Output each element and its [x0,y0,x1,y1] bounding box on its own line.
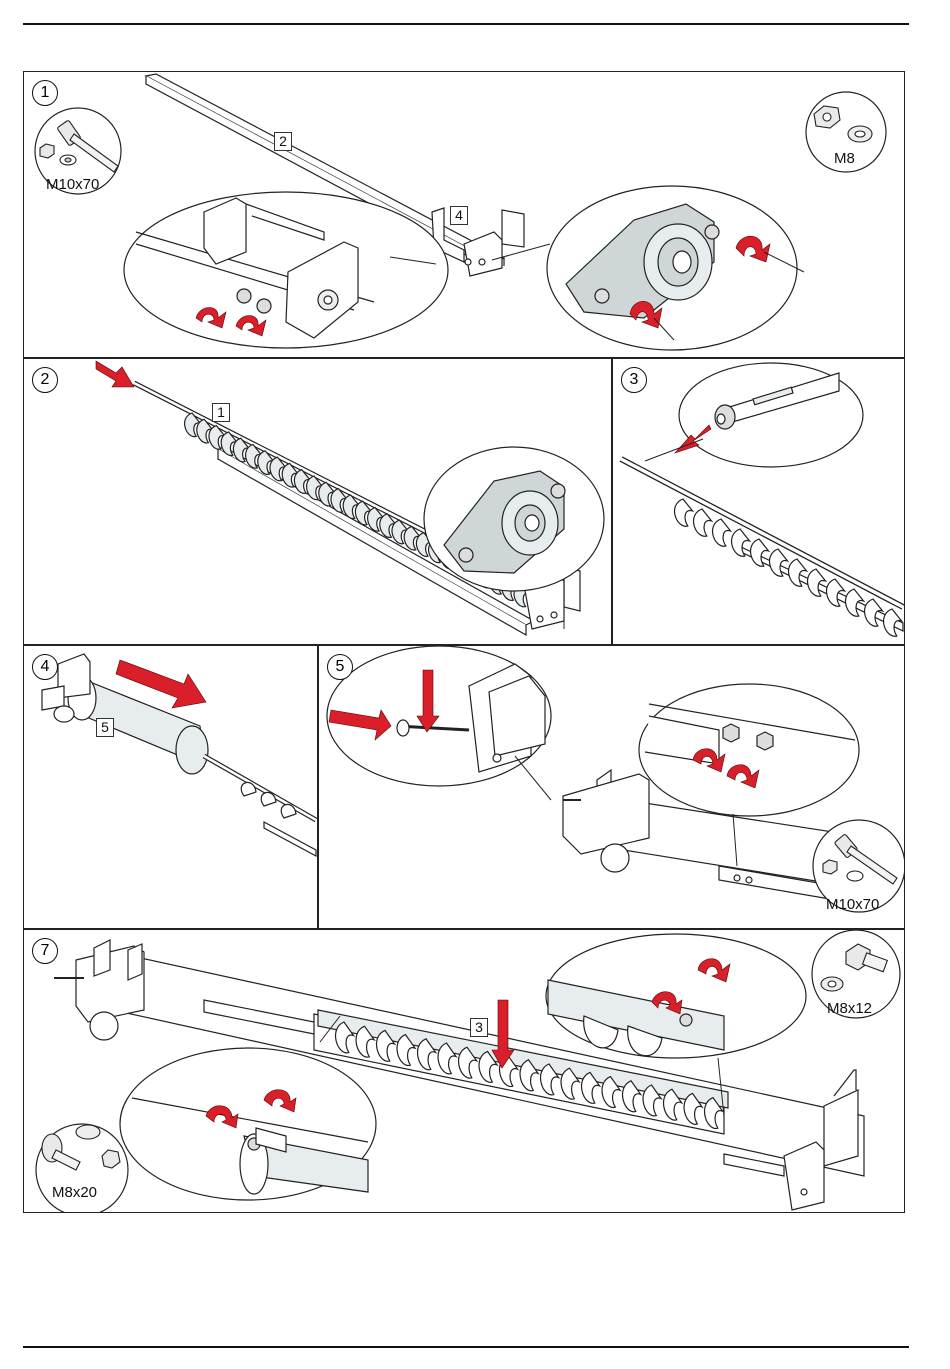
footer-rule [23,1346,909,1348]
header-rule [23,23,909,25]
step-4-number: 4 [32,654,58,680]
step-5-number: 5 [327,654,353,680]
auger-flight [675,499,693,526]
part-label-1: 1 [212,403,230,422]
step-7-illustration [24,930,904,1212]
auger-flight [827,579,845,606]
hardware-label-m8x12: M8x12 [827,1000,872,1017]
step-7-number: 7 [32,938,58,964]
step-5-illustration [319,646,904,928]
step-2-panel: 2 1 [24,359,611,644]
hardware-label-m10x70: M10x70 [826,896,879,913]
hardware-label-m10x70: M10x70 [46,176,99,193]
step-4-panel: 4 5 [24,646,317,928]
step-1-number: 1 [32,80,58,106]
step-5-panel: 5 M10x70 [319,646,904,928]
part-label-2: 2 [274,132,292,151]
step-2-number: 2 [32,367,58,393]
assembly-diagram-frame: 1 2 4 M10x70 M8 [23,71,905,1213]
auger-flight [694,509,712,536]
step-2-illustration [24,359,611,644]
step-3-number: 3 [621,367,647,393]
part-label-4: 4 [450,206,468,225]
step-4-illustration [24,646,317,928]
step-3-illustration [613,359,904,644]
part-label-5: 5 [96,718,114,737]
part-label-3: 3 [470,1018,488,1037]
hardware-label-m8x20: M8x20 [52,1184,97,1201]
step-3-panel: 3 [613,359,904,644]
step-7-panel: 7 3 M8x12 M8x20 [24,930,904,1212]
hardware-label-m8: M8 [834,150,855,167]
step-1-panel: 1 2 4 M10x70 M8 [24,72,904,357]
auger-flight [713,519,731,546]
